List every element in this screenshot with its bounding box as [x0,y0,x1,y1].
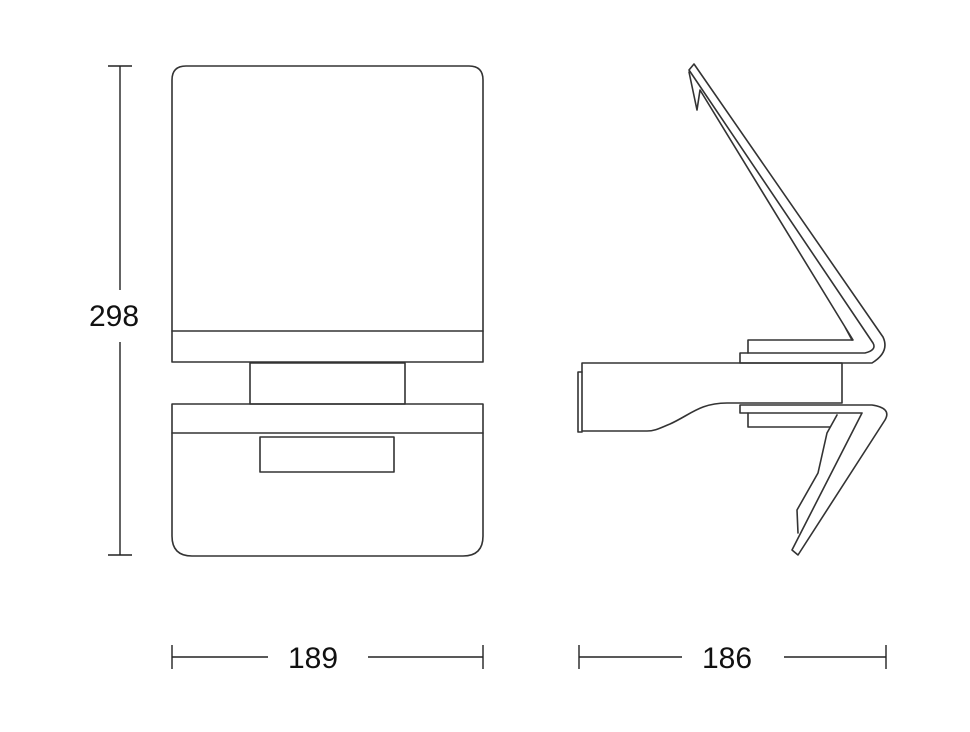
side-body [581,362,843,432]
depth-dimension [578,645,887,669]
side-view [577,63,888,556]
side-front-flap [577,371,583,433]
front-lamp-head [171,65,484,363]
side-lower-panel [796,414,838,534]
depth-label: 186 [702,642,752,675]
side-lower-bracket [747,412,831,428]
width-label: 189 [288,642,338,675]
height-label: 298 [89,300,139,333]
front-sensor-housing [171,403,484,557]
side-upper-panel [688,71,854,341]
side-upper-arm [688,63,886,364]
side-lower-arm [739,404,888,556]
width-dimension [171,645,484,669]
front-sensor-window [259,436,395,473]
front-view [171,65,484,557]
front-pivot [249,362,406,405]
side-upper-bracket [747,339,853,354]
height-dimension [108,65,132,556]
